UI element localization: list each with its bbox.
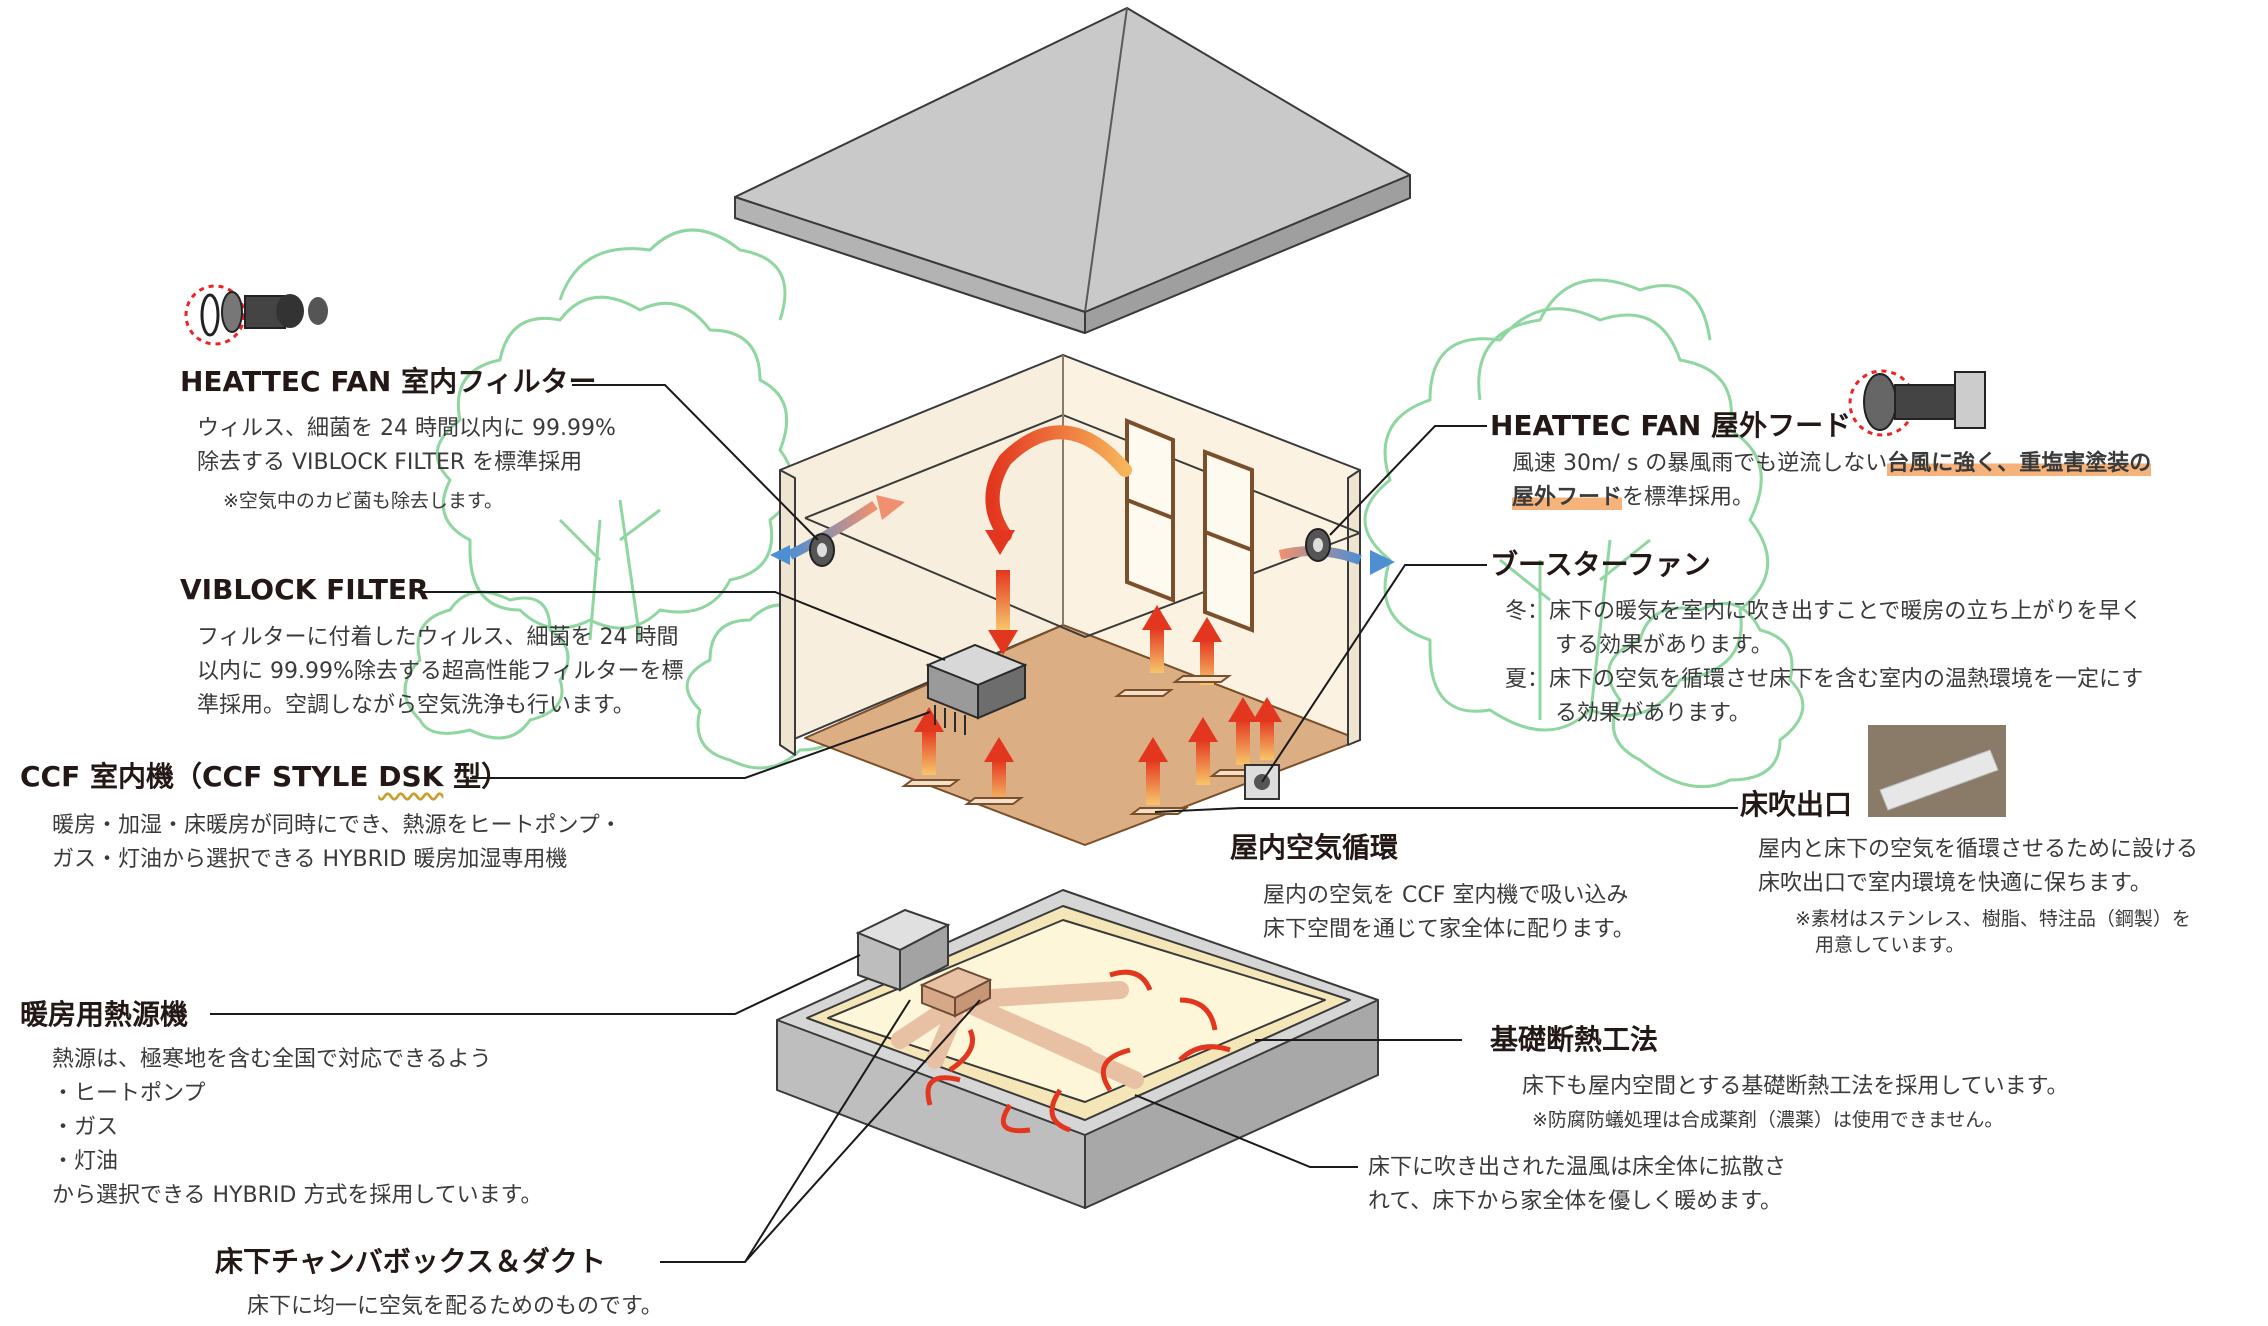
viblock-text-2: 以内に 99.99%除去する超高性能フィルターを標 — [197, 659, 684, 684]
floor-outlet-note-1: ※素材はステンレス、樹脂、特注品（鋼製）を — [1795, 908, 2191, 930]
outdoor-hood-text-1a: 風速 30m/ s の暴風雨でも逆流しない — [1512, 451, 1888, 476]
booster-summer-1: 夏：床下の空気を循環させ床下を含む室内の温熱環境を一定にす — [1505, 667, 2144, 692]
heat-source-unit — [855, 908, 951, 992]
chamber-text-1: 床下に均一に空気を配るためのものです。 — [247, 1294, 663, 1319]
viblock-text-3: 準採用。空調しながら空気洗浄も行います。 — [197, 693, 635, 718]
outdoor-hood-text-2b: を標準採用。 — [1622, 485, 1755, 510]
indoor-filter-product-photo — [184, 284, 328, 346]
circulation-text-1: 屋内の空気を CCF 室内機で吸い込み — [1263, 883, 1629, 908]
chamber-box-ducts — [891, 966, 1144, 1089]
circulation-text-2: 床下空間を通じて家全体に配ります。 — [1263, 917, 1635, 942]
outdoor-hood-text-1: 風速 30m/ s の暴風雨でも逆流しない台風に強く、重塩害塗装の — [1512, 448, 2152, 480]
indoor-filter-title: HEATTEC FAN 室内フィルター — [180, 365, 597, 398]
booster-winter-2: する効果があります。 — [1555, 633, 1773, 658]
outdoor-hood-product-photo — [1848, 369, 1986, 437]
outdoor-hood-fan — [1305, 528, 1331, 562]
ccf-title-model: DSK — [378, 760, 444, 793]
outdoor-hood-text-2: 屋外フードを標準採用。 — [1512, 482, 1754, 514]
heat-source-text-1: 熱源は、極寒地を含む全国で対応できるよう — [52, 1047, 492, 1072]
chamber-title: 床下チャンバボックス＆ダクト — [215, 1245, 606, 1278]
floor-outlet-photo — [1868, 725, 2006, 817]
outdoor-hood-highlight-1: 台風に強く、重塩害塗装の — [1887, 451, 2152, 476]
ccf-unit-text-1: 暖房・加湿・床暖房が同時にでき、熱源をヒートポンプ・ — [52, 813, 622, 838]
underfloor-text-2: れて、床下から家全体を優しく暖めます。 — [1368, 1189, 1783, 1214]
heat-source-text-2: から選択できる HYBRID 方式を採用しています。 — [52, 1183, 543, 1208]
indoor-filter-text-1: ウィルス、細菌を 24 時間以内に 99.99% — [197, 416, 616, 441]
ccf-unit-title: CCF 室内機（CCF STYLE DSK 型） — [20, 757, 509, 798]
circulation-arrows — [770, 425, 1395, 805]
ccf-unit-text-2: ガス・灯油から選択できる HYBRID 暖房加湿専用機 — [52, 847, 568, 872]
heat-source-item-2: ・ガス — [52, 1115, 119, 1140]
underfloor-text-1: 床下に吹き出された温風は床全体に拡散さ — [1368, 1155, 1787, 1180]
floor-outlet-slots — [901, 675, 1269, 815]
viblock-title: VIBLOCK FILTER — [180, 573, 429, 606]
circulation-title: 屋内空気循環 — [1230, 831, 1399, 864]
windows — [1125, 418, 1254, 633]
indoor-filter-note: ※空気中のカビ菌も除去します。 — [223, 490, 504, 512]
roof — [734, 7, 1411, 334]
booster-winter-1: 冬：床下の暖気を室内に吹き出すことで暖房の立ち上がりを早く — [1505, 599, 2143, 624]
foundation-note: ※防腐防蟻処理は合成薬剤（濃薬）は使用できません。 — [1532, 1109, 2004, 1131]
ccf-indoor-unit — [925, 643, 1028, 735]
heat-source-title: 暖房用熱源機 — [20, 998, 189, 1031]
background-trees — [403, 228, 1805, 789]
ccf-title-part-a: CCF 室内機（CCF STYLE — [20, 760, 379, 793]
foundation-text-1: 床下も屋内空間とする基礎断熱工法を採用しています。 — [1522, 1074, 2069, 1099]
floor-outlet-text-2: 床吹出口で室内環境を快適に保ちます。 — [1758, 871, 2152, 896]
floor-outlet-note-2: 用意しています。 — [1815, 934, 1965, 956]
outdoor-hood-highlight-2: 屋外フード — [1512, 485, 1623, 510]
foundation-title: 基礎断熱工法 — [1490, 1023, 1659, 1056]
heat-source-item-1: ・ヒートポンプ — [52, 1081, 206, 1106]
booster-title: ブースターファン — [1490, 548, 1711, 581]
indoor-filter-fan — [809, 533, 835, 567]
viblock-text-1: フィルターに付着したウィルス、細菌を 24 時間 — [197, 625, 679, 650]
ccf-title-part-c: 型） — [443, 760, 510, 793]
floor-outlet-title: 床吹出口 — [1740, 788, 1853, 821]
leader-lines — [210, 384, 1738, 1263]
outdoor-hood-title: HEATTEC FAN 屋外フード — [1490, 409, 1852, 442]
booster-summer-2: る効果があります。 — [1555, 701, 1751, 726]
floor-outlet-text-1: 屋内と床下の空気を循環させるために設ける — [1758, 837, 2199, 862]
underfloor-arrows — [925, 969, 1231, 1134]
indoor-filter-text-2: 除去する VIBLOCK FILTER を標準採用 — [197, 450, 583, 475]
heat-source-item-3: ・灯油 — [52, 1149, 119, 1174]
